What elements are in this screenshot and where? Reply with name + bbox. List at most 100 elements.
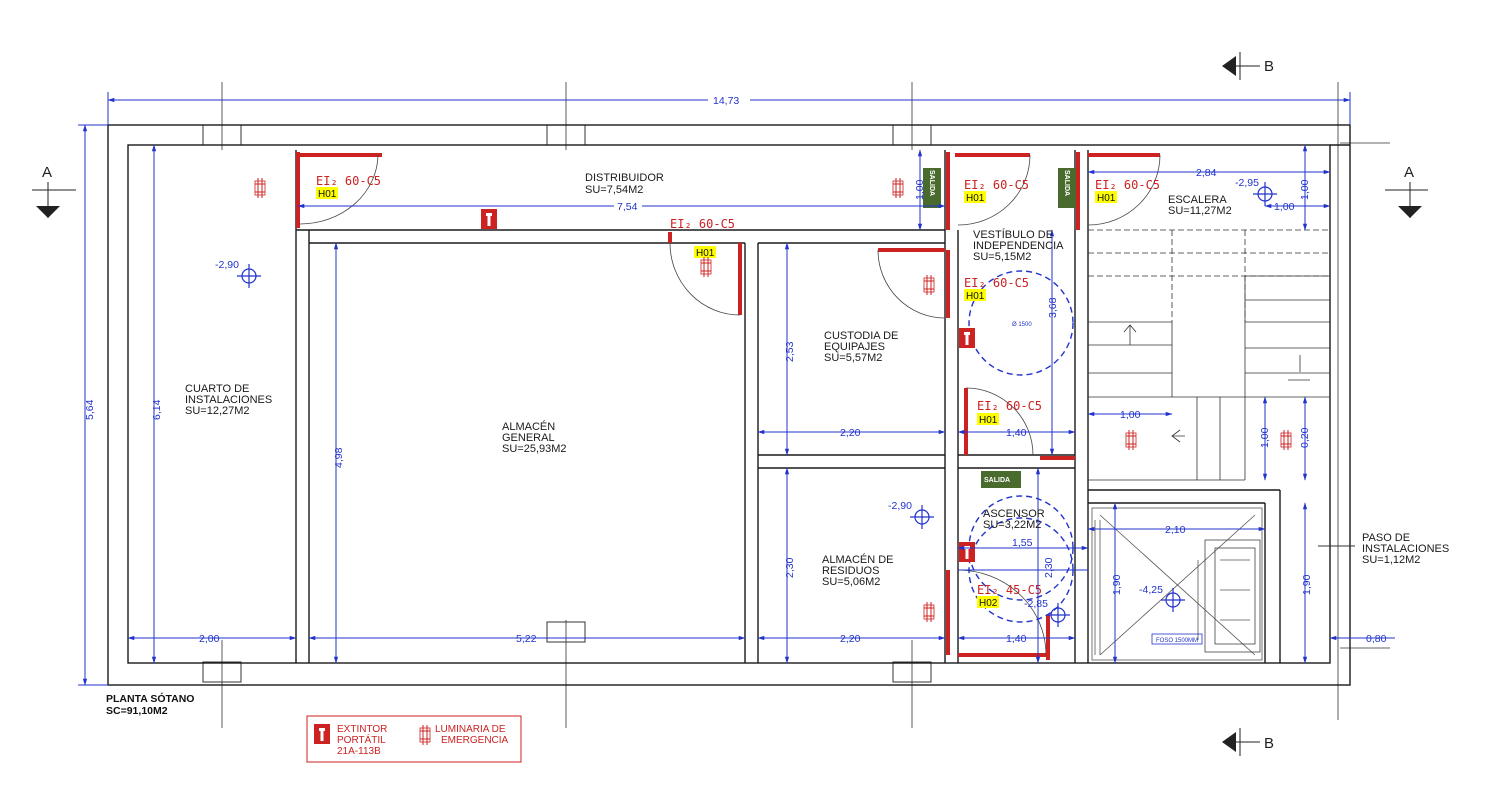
dim-residuos-height: 2,30 [784,557,796,578]
legend-lum-1: LUMINARIA DE [435,724,506,735]
door-d4: EI₂ 60-C5 H01 [1095,178,1160,204]
room-vestibulo: VESTÍBULO DE INDEPENDENCIA SU=5,15M2 [973,228,1064,263]
dim-residuos-width: 2,20 [840,633,861,645]
exit-label: SALIDA [1063,170,1070,196]
plan-name: PLANTA SÓTANO [106,692,194,705]
section-label: B [1264,58,1274,75]
level-label: -2,90 [888,500,912,512]
door-d2: EI₂ 60-C5 H01 [670,217,735,259]
column-marks [202,124,932,683]
room-area: SU=7,54M2 [585,184,643,196]
room-area: SU=5,06M2 [822,576,880,588]
room-cuarto-instalaciones: CUARTO DE INSTALACIONES SU=12,27M2 [185,383,272,417]
door-rating: EI₂ 60-C5 [964,276,1029,290]
room-paso-instalaciones: PASO DE INSTALACIONES SU=1,12M2 [1362,532,1449,566]
dim-esc-landing-h: 1,00 [1259,427,1271,448]
emergency-light-icon [254,177,266,199]
door-d6: EI₂ 60-C5 H01 [977,399,1042,426]
dim-vestibulo-height: 3,68 [1047,297,1059,318]
room-area: SU=5,57M2 [824,352,882,364]
door-tag: H01 [966,193,985,204]
dim-almacen-height: 4,98 [333,447,345,468]
level-marker-icon [236,263,262,289]
dim-esc-small-h: 1,00 [1299,179,1311,200]
room-area: SU=12,27M2 [185,405,250,417]
room-name: CUARTO DE [185,383,249,395]
circle-label: Ø 1500 [1012,322,1032,328]
extinguisher-icon [481,209,497,229]
section-label: B [1264,735,1274,752]
section-marker-a-right: A [1385,164,1428,218]
dim-total-width: 14,73 [713,95,739,107]
section-marker-b-top: B [1222,52,1274,80]
door-tag: H01 [696,248,715,259]
section-marker-b-bottom: B [1222,728,1274,756]
plan-area: SC=91,10M2 [106,705,168,717]
legend: EXTINTOR PORTÁTIL 21A-113B LUMINARIA DE … [306,715,522,763]
door-rating: EI₂ 60-C5 [316,174,381,188]
exit-sign: SALIDA [923,168,941,208]
room-name: VESTÍBULO DE [973,228,1053,241]
door-tag: H02 [979,598,998,609]
room-custodia: CUSTODIA DE EQUIPAJES SU=5,57M2 [824,330,898,364]
room-area: SU=1,12M2 [1362,554,1420,566]
door-d5: EI₂ 60-C5 H01 [964,276,1029,302]
exit-label: SALIDA [984,477,1010,484]
exit-sign: SALIDA [981,471,1021,488]
room-name: INSTALACIONES [185,394,272,406]
legend-lum-2: EMERGENCIA [441,735,509,746]
room-name: RESIDUOS [822,565,879,577]
door-rating: EI₂ 60-C5 [1095,178,1160,192]
fire-doors [296,152,1161,660]
section-label: A [42,164,52,181]
door-tag: H01 [966,291,985,302]
emergency-light-icon [892,177,904,199]
walls [107,124,1351,686]
section-marker-a-left: A [32,164,76,218]
extinguisher-icon [314,724,330,744]
dim-vestibulo-width: 1,40 [1006,427,1027,439]
dim-asc-height: 2,30 [1043,557,1055,578]
room-escalera: ESCALERA SU=11,27M2 [1168,194,1232,217]
level-label: -2,95 [1235,177,1259,189]
room-name: DISTRIBUIDOR [585,172,664,184]
room-almacen-general: ALMACÉN GENERAL SU=25,93M2 [502,420,567,455]
section-label: A [1404,164,1414,181]
emergency-light-icon [923,601,935,623]
dimension-labels: 14,73 5,64 6,14 4,98 7,54 1,00 2,53 2,20… [84,94,1387,645]
room-ascensor: ASCENSOR SU=3,22M2 [983,508,1045,531]
room-area: SU=25,93M2 [502,443,567,455]
dim-esc-width: 2,84 [1196,167,1217,179]
room-name: ALMACÉN [502,420,555,433]
dimension-lines [78,92,1395,686]
door-tag: H01 [979,415,998,426]
stair [1088,229,1330,481]
dim-total-height: 5,64 [84,399,96,420]
level-marker-icon [1160,587,1186,613]
door-tag: H01 [1097,193,1116,204]
dim-esc-small: 0,20 [1299,427,1311,448]
door-d3: EI₂ 60-C5 H01 [964,178,1029,204]
dim-paso-height: 1,90 [1301,574,1313,595]
dim-bottom-almacen: 5,22 [516,633,537,645]
room-name: PASO DE [1362,532,1410,544]
room-name: ASCENSOR [983,508,1045,520]
dim-custodia-height: 2,53 [784,341,796,362]
room-area: SU=11,27M2 [1168,205,1232,217]
room-name: EQUIPAJES [824,341,885,353]
level-label: -2,90 [215,259,239,271]
plan-title: PLANTA SÓTANO SC=91,10M2 [106,692,194,717]
door-tag: H01 [318,189,337,200]
room-name: ALMACÉN DE [822,553,894,566]
dim-esc-landing-w: 1,00 [1120,409,1141,421]
door-rating: EI₂ 60-C5 [670,217,735,231]
level-marker-icon [909,504,935,530]
dim-bottom-vest: 1,40 [1006,633,1027,645]
dim-bottom-cuarto: 2,00 [199,633,220,645]
extinguisher-icon [959,328,975,348]
room-residuos: ALMACÉN DE RESIDUOS SU=5,06M2 [822,553,894,588]
legend-ext-1: EXTINTOR [337,724,387,735]
room-name: INSTALACIONES [1362,543,1449,555]
room-name: CUSTODIA DE [824,330,898,342]
dim-lift-height: 1,90 [1111,574,1123,595]
